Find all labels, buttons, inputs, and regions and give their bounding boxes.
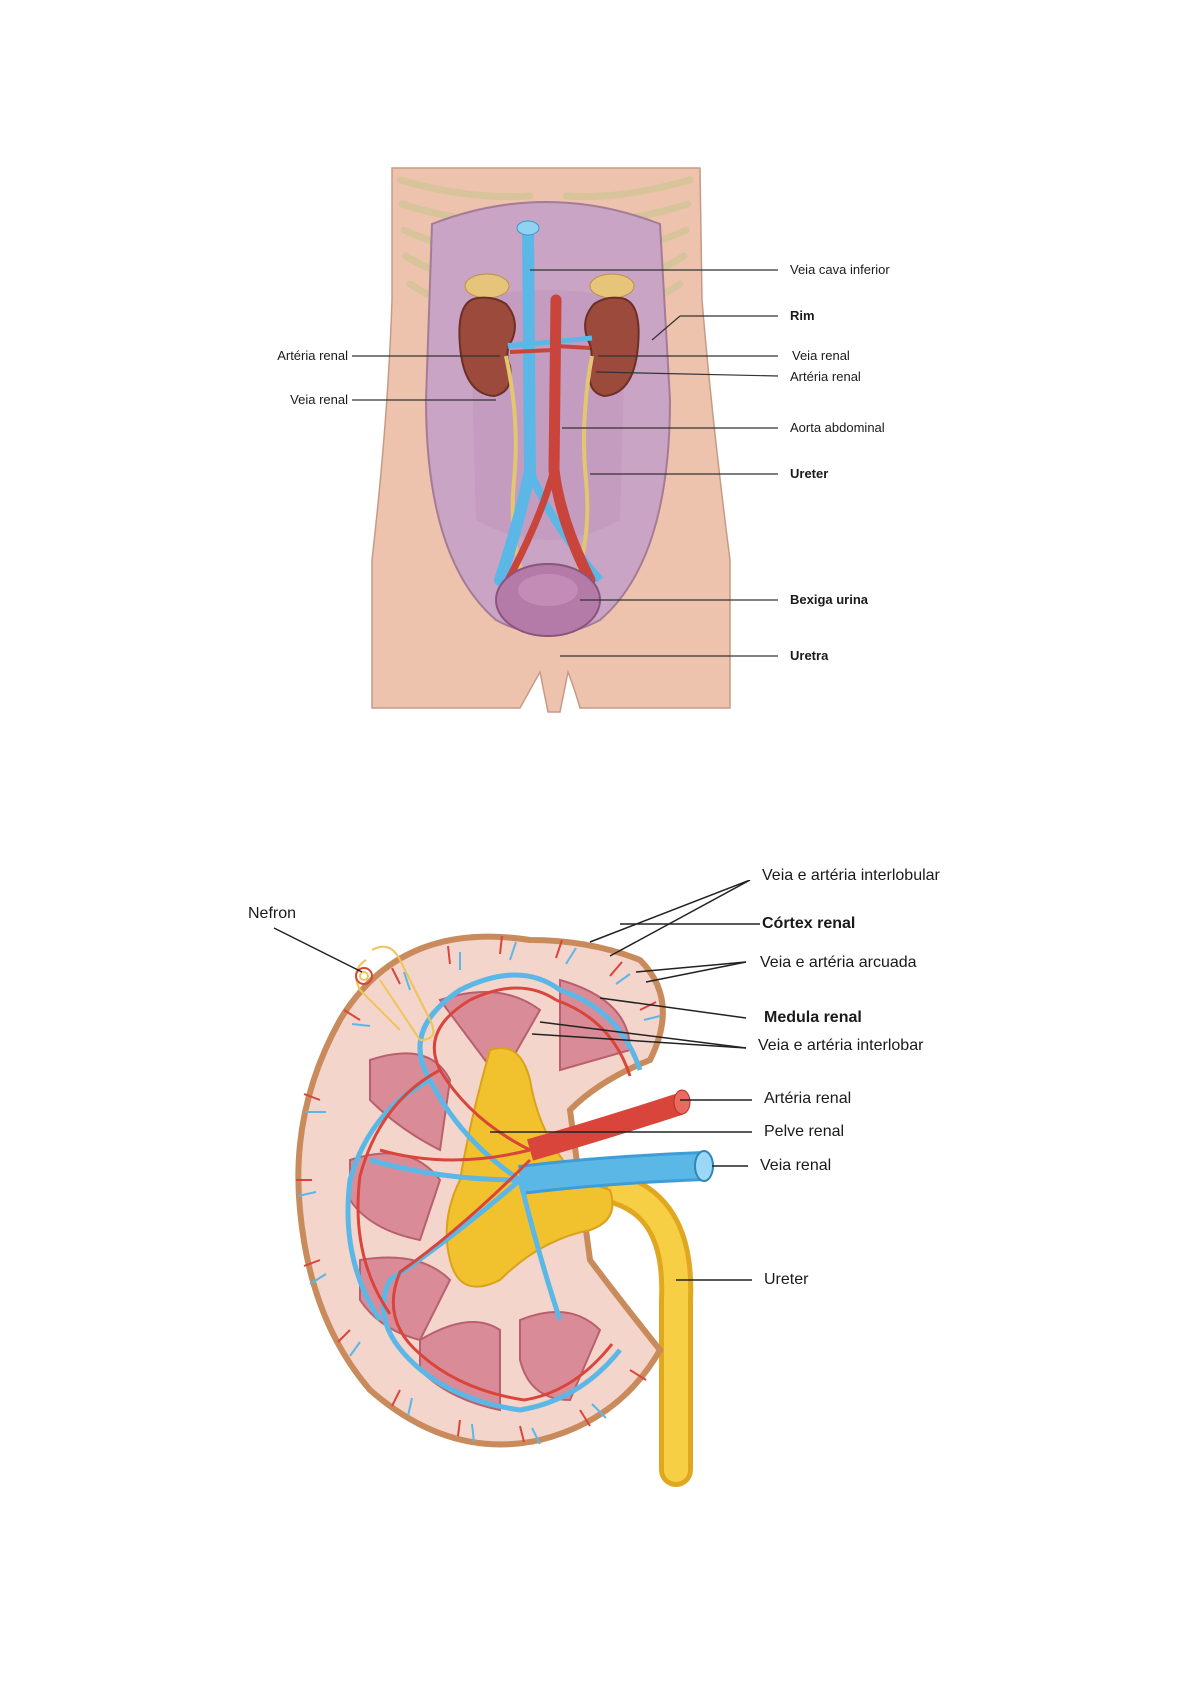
label-veia-renal-right: Veia renal — [792, 349, 850, 362]
label-ureter-kidney: Ureter — [764, 1272, 808, 1288]
label-uretra: Uretra — [790, 649, 828, 662]
label-nefron: Nefron — [248, 906, 296, 922]
kidney-section-illustration — [0, 880, 1191, 1500]
label-rim: Rim — [790, 309, 815, 322]
label-aorta-abdominal: Aorta abdominal — [790, 421, 885, 434]
label-veia-renal: Veia renal — [760, 1158, 831, 1174]
label-ureter: Ureter — [790, 467, 828, 480]
label-arteria-renal: Artéria renal — [764, 1091, 851, 1107]
label-bexiga: Bexiga urina — [790, 593, 868, 606]
label-cortex: Córtex renal — [762, 916, 855, 932]
label-medula: Medula renal — [764, 1010, 862, 1026]
label-arcuada: Veia e artéria arcuada — [760, 955, 917, 971]
torso-illustration — [0, 0, 1191, 760]
label-interlobar: Veia e artéria interlobar — [758, 1038, 923, 1054]
urinary-system-figure: Veia cava inferior Rim Veia renal Artéri… — [0, 0, 1191, 760]
label-veia-cava-inferior: Veia cava inferior — [790, 263, 890, 276]
label-pelve: Pelve renal — [764, 1124, 844, 1140]
label-interlobular: Veia e artéria interlobular — [762, 868, 940, 884]
label-arteria-renal-right: Artéria renal — [790, 370, 861, 383]
label-veia-renal-left: Veia renal — [240, 393, 348, 406]
label-arteria-renal-left: Artéria renal — [240, 349, 348, 362]
kidney-section-figure: Veia e artéria interlobular Nefron Córte… — [0, 880, 1191, 1500]
